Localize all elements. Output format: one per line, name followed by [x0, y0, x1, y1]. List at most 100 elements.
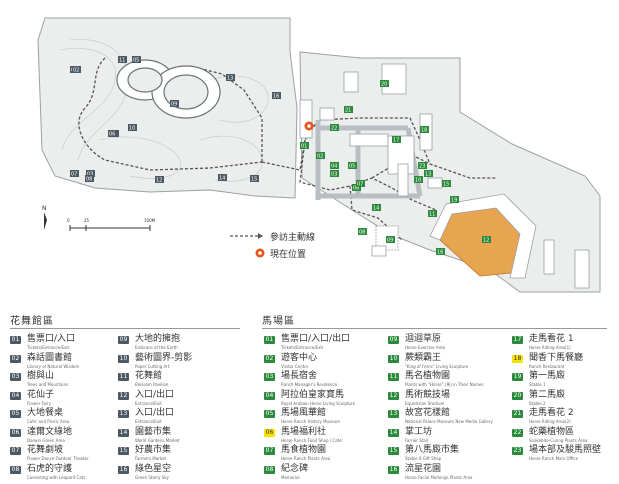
marker-badge: 06 [10, 428, 21, 437]
flora-marker-03 [86, 170, 95, 177]
compass-arrow-icon [44, 212, 47, 230]
horse-marker-14 [372, 204, 381, 211]
scale-tick-100m: 100M [144, 218, 156, 223]
flora-marker-12 [155, 176, 164, 183]
marker-badge: 21 [512, 410, 523, 418]
horse-marker-13 [424, 170, 433, 177]
horse-marker-label: 06 [353, 186, 359, 192]
item-name-en: Horse Riding Area(2) [529, 419, 571, 424]
flora-marker-10 [128, 124, 137, 131]
scale-bar: 0 25 100M [67, 218, 156, 231]
marker-badge: 20 [512, 391, 523, 400]
horse-marker-label: 12 [483, 238, 489, 244]
item-name-en: Horse Ranch Main Office [529, 456, 579, 461]
marker-badge: 16 [118, 465, 129, 474]
item-name-zh: 售票口/入口 [27, 334, 76, 344]
flora-marker-14 [218, 174, 227, 181]
marker-badge: 03 [10, 373, 21, 381]
marker-badge: 07 [264, 447, 275, 455]
item-name-zh: 入口/出口 [135, 408, 175, 418]
horse-marker-09 [386, 236, 395, 243]
marker-badge: 23 [512, 447, 523, 455]
marker-badge: 14 [118, 428, 129, 437]
horse-marker-label: 09 [387, 238, 393, 244]
item-name-en: Horse Facial Markings Plants Area [405, 474, 473, 480]
item-name-zh: 馬場風華館 [281, 408, 327, 418]
horse-marker-08 [358, 228, 367, 235]
item-name-en: Trees and Mountains [27, 382, 69, 387]
item-name-en: National Palace Museum New Media Gallery [405, 419, 493, 424]
horse-marker-label: 01 [301, 144, 307, 150]
horse-section-title: 馬場區 [262, 316, 295, 327]
horse-marker-11 [428, 210, 437, 217]
current-location-marker [304, 121, 314, 131]
item-name-en: Snakebite-Curing Plants Area [529, 437, 588, 443]
horse-marker-16 [436, 248, 445, 255]
item-name-zh: 蕨類霸王 [405, 352, 442, 363]
item-name-zh: 故宮花樣館 [405, 408, 451, 418]
flora-marker-label: 06 [109, 132, 115, 138]
park-map: N 0 25 100M 參訪主動線 現在位置 01020304050607080… [37, 17, 601, 293]
flora-marker-label: 12 [156, 178, 162, 184]
horse-marker-label: 16 [437, 250, 443, 256]
flora-marker-label: 16 [273, 94, 279, 100]
item-name-zh: 阿拉伯皇家寶馬 [281, 389, 345, 400]
item-name-zh: 藝術圖界-剪影 [135, 352, 193, 363]
item-name-en: Farmers Market [135, 456, 167, 461]
flora-title-underline [10, 328, 240, 329]
item-name-zh: 入口/出口 [135, 389, 175, 400]
item-name-zh: 遊客中心 [281, 352, 318, 363]
horse-marker-17 [392, 136, 401, 143]
marker-badge: 12 [388, 391, 399, 400]
marker-badge: 03 [264, 373, 275, 381]
flora-marker-label: 02 [73, 68, 79, 74]
horse-marker-label: 19 [451, 198, 457, 204]
marker-badge: 13 [118, 410, 129, 418]
marker-badge: 08 [10, 465, 21, 474]
marker-badge: 16 [388, 465, 399, 474]
horse-marker-label: 03 [331, 172, 337, 178]
horse-marker-label: 17 [393, 138, 399, 144]
marker-badge: 05 [10, 410, 21, 418]
flora-marker-08 [85, 175, 94, 182]
flora-marker-16 [272, 92, 281, 99]
item-name-zh: 花舞劇坡 [27, 445, 64, 455]
item-name-zh: 走馬看花 1 [529, 334, 574, 344]
marker-badge: 05 [264, 410, 275, 418]
item-name-zh: 園藝市集 [135, 426, 172, 437]
item-name-en: Royal Arabian Horse Living Sculpture [281, 400, 356, 406]
item-name-zh: 馬場福利社 [281, 426, 327, 437]
item-name-en: Horse Exercise Area [405, 345, 446, 350]
marker-badge: 17 [512, 336, 523, 344]
item-name-zh: 花舞館 [135, 371, 163, 381]
item-name-en: Flower Fairy [27, 400, 52, 406]
item-name-zh: 第八馬廄市集 [405, 445, 460, 455]
marker-badge: 22 [512, 428, 523, 437]
scale-tick-0: 0 [67, 218, 70, 223]
item-name-en: Horse Ranch Plants Area [281, 456, 331, 461]
item-name-zh: 蛇藥植物區 [529, 426, 575, 437]
item-name-zh: 花仙子 [27, 389, 55, 400]
stadium-roof [429, 193, 537, 279]
horse-marker-label: 07 [357, 182, 363, 188]
marker-badge: 06 [264, 428, 275, 437]
compass: N [42, 205, 47, 230]
marker-badge: 18 [512, 354, 523, 363]
item-name-zh: 聞香下馬餐廳 [529, 352, 584, 363]
marker-badge: 15 [388, 447, 399, 455]
item-name-en: "King of Ferns" Living Sculpture [405, 363, 469, 369]
horse-marker-label: 15 [443, 182, 449, 188]
flora-marker-07 [70, 170, 79, 177]
item-name-zh: 大地的擁抱 [135, 334, 181, 344]
item-name-en: Horse Ranch Food Shop / Cafe' [281, 437, 343, 443]
item-name-zh: 場長宿舍 [281, 371, 318, 381]
item-name-zh: 馬術競技場 [405, 389, 451, 400]
item-name-zh: 流星花園 [405, 463, 442, 474]
item-name-en: Green Starry Sky [135, 474, 169, 480]
map-legend: 參訪主動線 現在位置 [230, 231, 315, 260]
item-name-zh: 好農市集 [135, 445, 172, 455]
horse-marker-10 [414, 176, 423, 183]
horse-marker-label: 23 [419, 164, 425, 170]
item-name-zh: 第二馬廄 [529, 389, 566, 400]
